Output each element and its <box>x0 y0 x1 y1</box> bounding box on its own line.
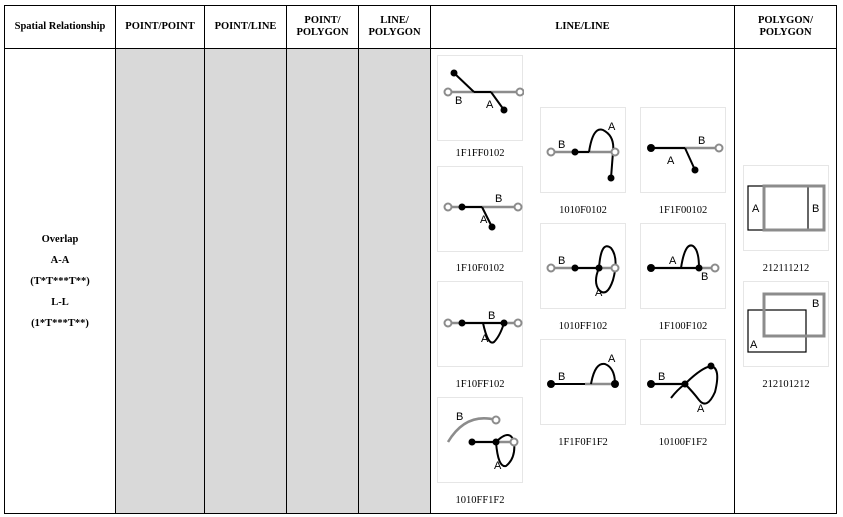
line-polygon-cell <box>358 48 431 514</box>
header-spatial-relationship: Spatial Relationship <box>4 5 116 49</box>
diagram-7-label-a: A <box>608 353 616 365</box>
polygon-polygon-diagram-1: A B <box>743 165 829 251</box>
line-line-diagram-1-graphic: B A <box>443 69 524 114</box>
overlap-relationship-cell: Overlap A-A (T*T***T**) L-L (1*T***T**) <box>4 48 116 514</box>
diagram-2-label-b: B <box>495 193 502 205</box>
line-line-diagram-3-graphic: B A <box>443 310 523 345</box>
line-line-code-7: 1F1F0F1F2 <box>558 437 608 448</box>
diagram-1-label-a: A <box>486 99 494 111</box>
diagram-10-label-a: A <box>697 403 705 415</box>
line-line-diagram-5-graphic: B A <box>546 121 620 182</box>
diagram-6-label-b: B <box>558 255 565 267</box>
line-line-diagram-7: B A <box>540 339 626 425</box>
polygon-polygon-code-2: 212101212 <box>762 379 810 390</box>
point-polygon-cell <box>286 48 359 514</box>
line-line-code-1: 1F1FF0102 <box>455 148 505 159</box>
header-point-line: POINT/LINE <box>204 5 287 49</box>
line-line-code-4: 1010FF1F2 <box>455 495 505 506</box>
line-line-diagram-4-graphic: B A <box>446 411 519 472</box>
polygon-polygon-diagram-2-graphic: A B <box>747 292 826 353</box>
line-line-code-2: 1F10F0102 <box>455 263 505 274</box>
poly-diagram-2-label-a: A <box>750 339 758 351</box>
line-line-diagram-8: B A <box>640 107 726 193</box>
line-line-diagram-8-graphic: B A <box>647 135 724 174</box>
spatial-relationship-table: Spatial Relationship POINT/POINT POINT/L… <box>4 5 837 514</box>
diagram-6-label-a: A <box>595 287 603 299</box>
header-point-point: POINT/POINT <box>115 5 205 49</box>
header-polygon-polygon: POLYGON/POLYGON <box>734 5 837 49</box>
line-line-diagram-9: A B <box>640 223 726 309</box>
line-line-code-3: 1F10FF102 <box>455 379 505 390</box>
line-line-diagram-1: B A <box>437 55 524 141</box>
diagram-2-label-a: A <box>480 214 488 226</box>
area-area-pattern: (T*T***T**) <box>30 275 90 287</box>
area-area-label: A-A <box>50 254 70 266</box>
header-line-line: LINE/LINE <box>430 5 735 49</box>
poly-diagram-1-label-a: A <box>752 203 760 215</box>
line-line-diagram-2-graphic: B A <box>443 193 523 231</box>
line-line-pattern: (1*T***T**) <box>31 317 89 329</box>
polygon-polygon-code-1: 212111212 <box>762 263 810 274</box>
line-line-code-10: 10100F1F2 <box>658 437 708 448</box>
header-point-polygon: POINT/POLYGON <box>286 5 359 49</box>
poly-diagram-2-label-b: B <box>812 298 819 310</box>
overlap-row: Overlap A-A (T*T***T**) L-L (1*T***T**) <box>4 48 837 514</box>
diagram-1-label-b: B <box>455 95 462 107</box>
polygon-polygon-diagram-1-graphic: A B <box>747 184 826 232</box>
line-line-diagram-7-graphic: B A <box>547 353 619 388</box>
line-line-label: L-L <box>51 296 69 308</box>
line-line-cell: B A 1F1FF0102 B A <box>430 48 735 514</box>
point-point-cell <box>115 48 205 514</box>
line-line-diagram-6: B A <box>540 223 626 309</box>
line-line-code-5: 1010F0102 <box>559 205 607 216</box>
diagram-5-label-b: B <box>558 139 565 151</box>
polygon-polygon-cell: A B 212111212 A B 212101212 <box>734 48 837 514</box>
line-line-diagram-9-graphic: A B <box>647 244 720 283</box>
diagram-8-label-b: B <box>698 135 705 147</box>
diagram-5-label-a: A <box>608 121 616 133</box>
polygon-polygon-diagram-2: A B <box>743 281 829 367</box>
header-point-polygon-line1: POINT/ <box>304 15 341 26</box>
line-line-diagram-2: B A <box>437 166 523 252</box>
diagram-4-label-a: A <box>494 460 502 472</box>
line-line-diagram-10: B A <box>640 339 726 425</box>
diagram-10-label-b: B <box>658 371 665 383</box>
line-line-code-9: 1F100F102 <box>658 321 708 332</box>
header-line-polygon-line2: POLYGON <box>368 27 421 38</box>
header-row: Spatial Relationship POINT/POINT POINT/L… <box>4 5 837 49</box>
line-line-diagram-10-graphic: B A <box>647 362 719 415</box>
header-polygon-polygon-line2: POLYGON <box>759 27 812 38</box>
line-line-diagram-4: B A <box>437 397 523 483</box>
line-line-code-6: 1010FF102 <box>558 321 608 332</box>
header-line-polygon: LINE/POLYGON <box>358 5 431 49</box>
diagram-3-label-a: A <box>481 333 489 345</box>
header-polygon-polygon-line1: POLYGON/ <box>757 15 814 26</box>
poly-diagram-1-label-b: B <box>812 203 819 215</box>
header-line-polygon-line1: LINE/ <box>380 15 409 26</box>
diagram-7-label-b: B <box>558 371 565 383</box>
header-point-polygon-line2: POLYGON <box>296 27 349 38</box>
diagram-9-label-b: B <box>701 271 708 283</box>
line-line-diagram-6-graphic: B A <box>546 245 620 299</box>
diagram-9-label-a: A <box>669 255 677 267</box>
diagram-4-label-b: B <box>456 411 463 423</box>
line-line-diagram-5: B A <box>540 107 626 193</box>
diagram-8-label-a: A <box>667 155 675 167</box>
line-line-diagram-3: B A <box>437 281 523 367</box>
line-line-code-8: 1F1F00102 <box>658 205 708 216</box>
overlap-name: Overlap <box>41 233 79 245</box>
point-line-cell <box>204 48 287 514</box>
diagram-3-label-b: B <box>488 310 495 322</box>
